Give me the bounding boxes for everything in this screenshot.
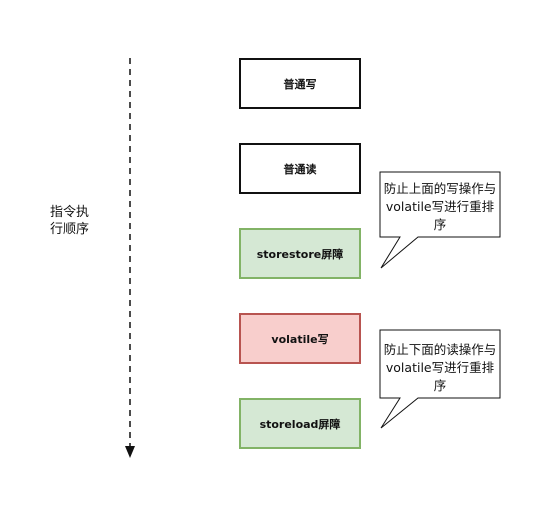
callout-upper-shape — [379, 171, 501, 269]
storeload-barrier-label: storeload屏障 — [259, 417, 341, 431]
callout-lower-text: 防止下面的读操作与volatile写进行重排序 — [383, 342, 497, 393]
order-axis-label: 指令执 行顺序 — [50, 204, 98, 238]
normal-write-label: 普通写 — [283, 77, 317, 91]
callout-lower-shape — [379, 329, 501, 429]
callout-upper-text: 防止上面的写操作与volatile写进行重排序 — [383, 181, 497, 232]
order-axis-arrowhead — [125, 446, 135, 458]
normal-write-box: 普通写 — [239, 58, 361, 109]
storestore-barrier-box: storestore屏障 — [239, 228, 361, 279]
volatile-write-box: volatile写 — [239, 313, 361, 364]
normal-read-box: 普通读 — [239, 143, 361, 194]
storestore-barrier-label: storestore屏障 — [256, 247, 344, 261]
storeload-barrier-box: storeload屏障 — [239, 398, 361, 449]
order-axis-label-line2: 行顺序 — [50, 222, 90, 237]
volatile-write-label: volatile写 — [271, 332, 329, 346]
order-axis-label-line1: 指令执 — [50, 205, 90, 220]
normal-read-label: 普通读 — [283, 162, 317, 176]
